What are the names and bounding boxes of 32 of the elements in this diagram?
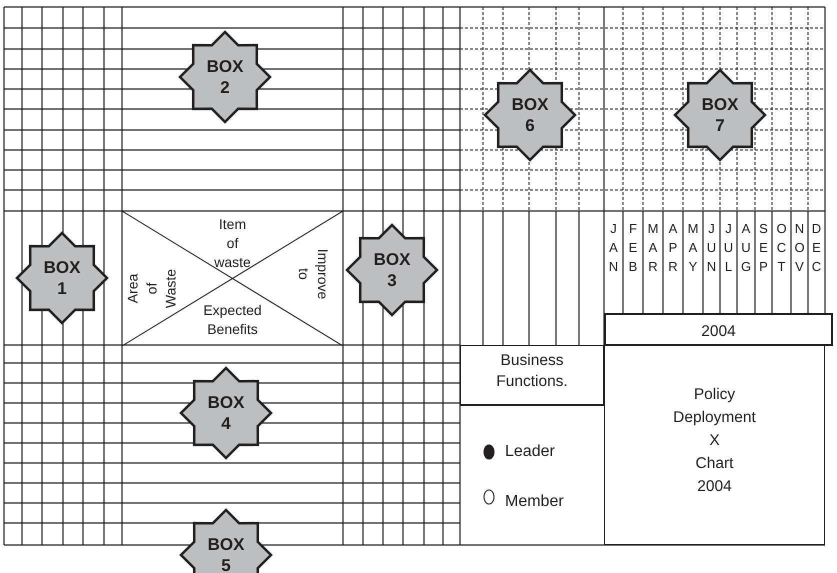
- month-label: APR: [667, 220, 679, 276]
- month-label: AUG: [740, 220, 752, 276]
- month-label: JUL: [722, 220, 734, 276]
- box-label: BOX 1: [42, 257, 82, 299]
- month-label: OCT: [775, 220, 788, 276]
- month-label: JUN: [706, 220, 718, 276]
- month-label: FEB: [628, 220, 638, 276]
- month-label: DEC: [810, 220, 822, 276]
- header-cell: [460, 345, 604, 405]
- box-label: BOX 3: [372, 249, 412, 291]
- panel-text: Business Functions.: [495, 351, 569, 392]
- year-bar: [604, 313, 833, 346]
- x-matrix-cell: [122, 211, 343, 346]
- month-label: JAN: [608, 220, 620, 276]
- month-label: SEP: [758, 220, 769, 276]
- quadrant-label: Item of waste: [213, 215, 252, 272]
- box-label: BOX 6: [510, 94, 550, 136]
- panel-text: Policy Deployment X Chart 2004: [672, 385, 757, 497]
- quadrant-label: Improve to: [295, 247, 332, 301]
- quadrant-label: Expected Benefits: [202, 301, 263, 339]
- panel-text: 2004: [700, 322, 737, 342]
- legend-label: Leader: [505, 443, 555, 461]
- title-panel: [604, 345, 825, 545]
- month-label: MAR: [646, 220, 660, 276]
- quadrant-label: Area of Waste: [124, 267, 180, 310]
- box-label: BOX 2: [206, 56, 244, 98]
- box-label: BOX 7: [700, 94, 740, 136]
- month-label: NOV: [793, 220, 806, 276]
- month-label: MAY: [686, 220, 700, 276]
- box-label: BOX 5: [206, 534, 246, 573]
- box-label: BOX 4: [206, 392, 246, 434]
- legend-label: Member: [505, 493, 564, 511]
